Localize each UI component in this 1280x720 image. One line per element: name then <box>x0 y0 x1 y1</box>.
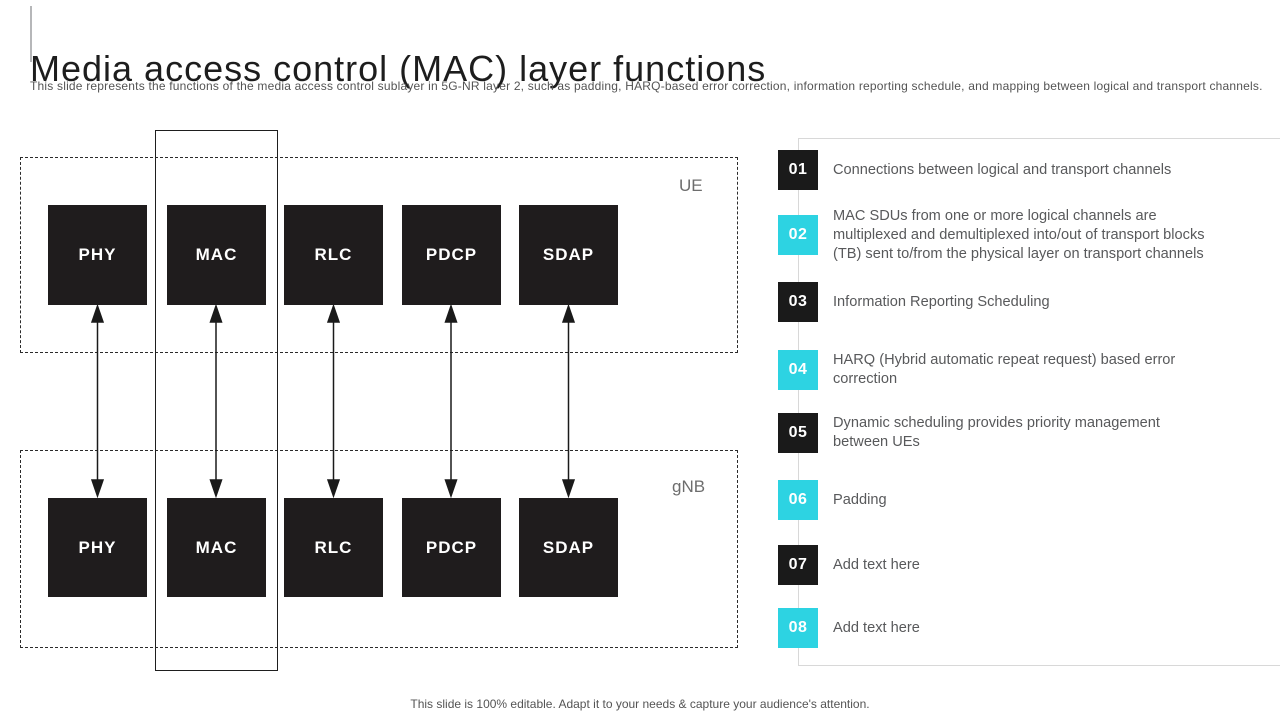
layer-block-ue-rlc: RLC <box>284 205 383 305</box>
item-number-badge: 01 <box>778 150 818 190</box>
item-number-badge: 02 <box>778 215 818 255</box>
list-item: 04 HARQ (Hybrid automatic repeat request… <box>778 350 1256 390</box>
slide-subtitle: This slide represents the functions of t… <box>30 79 1263 93</box>
item-text: MAC SDUs from one or more logical channe… <box>833 207 1205 262</box>
item-text: Information Reporting Scheduling <box>833 293 1050 310</box>
item-number-badge: 06 <box>778 480 818 520</box>
gnb-group-label: gNB <box>672 477 706 496</box>
slide-footer-note: This slide is 100% editable. Adapt it to… <box>410 697 870 711</box>
list-item: 07 Add text here <box>778 545 1256 585</box>
accent-line <box>30 6 32 62</box>
item-number-badge: 05 <box>778 413 818 453</box>
list-item: 02 MAC SDUs from one or more logical cha… <box>778 208 1256 262</box>
item-text: Connections between logical and transpor… <box>833 161 1172 178</box>
item-number-badge: 07 <box>778 545 818 585</box>
layer-block-gnb-sdap: SDAP <box>519 498 618 597</box>
list-item: 05 Dynamic scheduling provides priority … <box>778 413 1256 453</box>
list-item: 08 Add text here <box>778 608 1256 648</box>
layer-block-ue-sdap: SDAP <box>519 205 618 305</box>
item-text-placeholder[interactable]: Add text here <box>833 619 920 636</box>
layer-block-ue-phy: PHY <box>48 205 147 305</box>
ue-group-box <box>20 157 738 353</box>
item-number-badge: 04 <box>778 350 818 390</box>
item-text: HARQ (Hybrid automatic repeat request) b… <box>833 352 1176 387</box>
layer-block-gnb-rlc: RLC <box>284 498 383 597</box>
page-title: Media access control (MAC) layer functio… <box>30 48 767 90</box>
layer-block-gnb-pdcp: PDCP <box>402 498 501 597</box>
layer-block-ue-pdcp: PDCP <box>402 205 501 305</box>
item-text: Dynamic scheduling provides priority man… <box>833 415 1160 450</box>
item-text: Padding <box>833 491 887 508</box>
ue-group-label: UE <box>679 176 703 195</box>
layer-block-gnb-mac: MAC <box>167 498 266 597</box>
item-text-placeholder[interactable]: Add text here <box>833 556 920 573</box>
item-number-badge: 08 <box>778 608 818 648</box>
functions-panel-frame <box>798 138 1280 666</box>
layer-block-gnb-phy: PHY <box>48 498 147 597</box>
list-item: 01 Connections between logical and trans… <box>778 150 1256 190</box>
list-item: 03 Information Reporting Scheduling <box>778 282 1256 322</box>
gnb-group-box <box>20 450 738 648</box>
list-item: 06 Padding <box>778 480 1256 520</box>
item-number-badge: 03 <box>778 282 818 322</box>
layer-block-ue-mac: MAC <box>167 205 266 305</box>
mac-highlight-rect <box>155 130 278 671</box>
